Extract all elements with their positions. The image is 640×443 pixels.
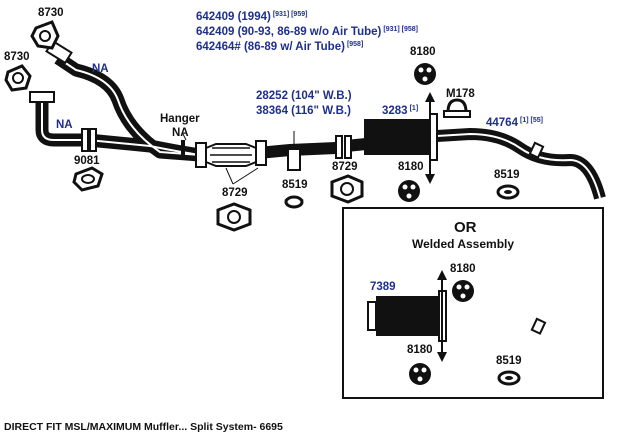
label-converter-90-93: 642409 (90-93, 86-89 w/o Air Tube)[931] … xyxy=(196,26,418,38)
alt-insulator-8180-bottom xyxy=(409,363,431,385)
label-insulator-8180-bottom: 8180 xyxy=(398,161,424,173)
alt-or-title: OR xyxy=(454,219,477,236)
label-clamp-8729-mid: 8729 xyxy=(332,161,358,173)
tailpipe xyxy=(436,128,606,200)
hanger-clamp-m178 xyxy=(443,98,471,118)
label-insulator-8180-top: 8180 xyxy=(410,46,436,58)
label-assembly-7389: 7389 xyxy=(370,281,396,293)
leader-lines xyxy=(182,131,295,185)
insulator-8519-tail xyxy=(496,184,520,200)
insulator-8180-bottom xyxy=(398,180,420,202)
label-alt-insulator-8180-bottom: 8180 xyxy=(407,344,433,356)
flange-lower xyxy=(29,91,55,103)
label-clamp-8729-under-cat: 8729 xyxy=(222,187,248,199)
label-na-lower: NA xyxy=(56,119,73,131)
labels: 8730 8730 NA NA 9081 Hanger NA 8729 8729… xyxy=(4,7,543,433)
label-hanger-8519-mid: 8519 xyxy=(282,179,308,191)
label-hanger: Hanger xyxy=(160,113,200,125)
label-converter-86-89-air: 642464# (86-89 w/ Air Tube)[958] xyxy=(196,41,363,53)
gasket-8730-top xyxy=(30,20,60,50)
alt-muffler xyxy=(367,270,447,362)
gasket-8729-mid xyxy=(330,174,364,204)
label-clamp-9081: 9081 xyxy=(74,155,100,167)
diagram-title: DIRECT FIT MSL/MAXIMUM Muffler... Split … xyxy=(4,421,283,433)
label-pipe-104: 28252 (104" W.B.) xyxy=(256,90,352,102)
alt-insulator-8180-top xyxy=(452,280,474,302)
alt-insulator-8519 xyxy=(497,370,521,386)
label-pipe-116: 38364 (116" W.B.) xyxy=(256,105,351,117)
label-gasket-8730-left: 8730 xyxy=(4,51,30,63)
alt-subtitle: Welded Assembly xyxy=(412,237,514,251)
label-tailpipe-hanger-8519: 8519 xyxy=(494,169,520,181)
gasket-9081 xyxy=(72,166,104,192)
gasket-8729-lower xyxy=(216,202,252,232)
tailpipe-hanger-tab xyxy=(528,141,545,159)
clamp-9081 xyxy=(81,128,97,152)
alt-tailpipe-hanger-tab xyxy=(530,317,547,335)
label-hanger-na: NA xyxy=(172,127,189,139)
label-tailpipe-44764: 44764[1] [55] xyxy=(486,117,543,129)
label-alt-insulator-8180-top: 8180 xyxy=(450,263,476,275)
label-converter-1994: 642409 (1994)[931] [959] xyxy=(196,11,307,23)
catalytic-converter xyxy=(195,140,267,168)
label-alt-hanger-8519: 8519 xyxy=(496,355,522,367)
gasket-8730-left xyxy=(4,64,32,92)
insulator-8180-top xyxy=(414,63,436,85)
label-na-upper: NA xyxy=(92,63,109,75)
insulator-8519-mid xyxy=(284,195,304,209)
hanger-bracket-mid xyxy=(287,150,301,171)
muffler xyxy=(364,92,438,184)
hanger-strap xyxy=(181,140,185,158)
label-m178: M178 xyxy=(446,88,475,100)
clamp-muffler-inlet xyxy=(335,135,352,159)
label-gasket-8730-top: 8730 xyxy=(38,7,64,19)
label-muffler-3283: 3283[1] xyxy=(382,105,418,117)
